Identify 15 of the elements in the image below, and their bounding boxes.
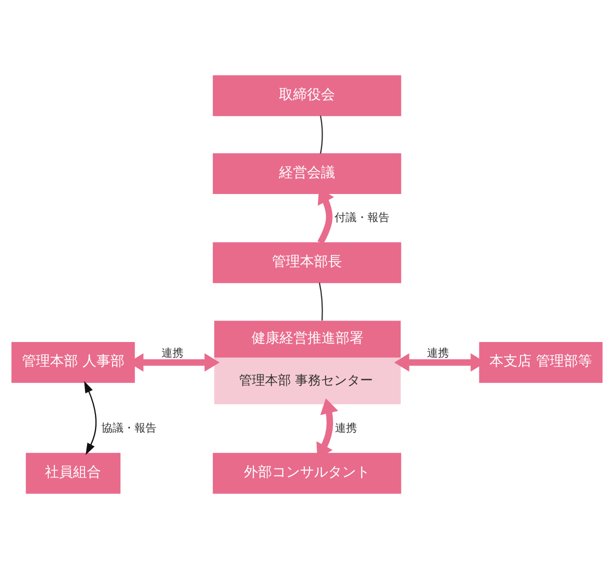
connector	[320, 116, 323, 154]
connector	[318, 282, 323, 321]
edge-label: 連携	[161, 346, 184, 360]
node-box: 経営会議	[212, 153, 402, 194]
arrow	[84, 381, 97, 455]
node-box: 外部コンサルタント	[212, 452, 402, 494]
edge-label: 連携	[335, 422, 358, 435]
node-box: 社員組合	[26, 452, 120, 494]
edge-label: 協議・報告	[101, 422, 156, 435]
node-box: 管理本部長	[212, 242, 402, 284]
node-box: 本支店 管理部等	[479, 342, 603, 383]
node-box: 管理本部 人事部	[11, 342, 135, 383]
edge-label: 付議・報告	[334, 211, 390, 224]
node-box: 取締役会	[212, 75, 402, 116]
edge-label: 連携	[427, 346, 450, 360]
